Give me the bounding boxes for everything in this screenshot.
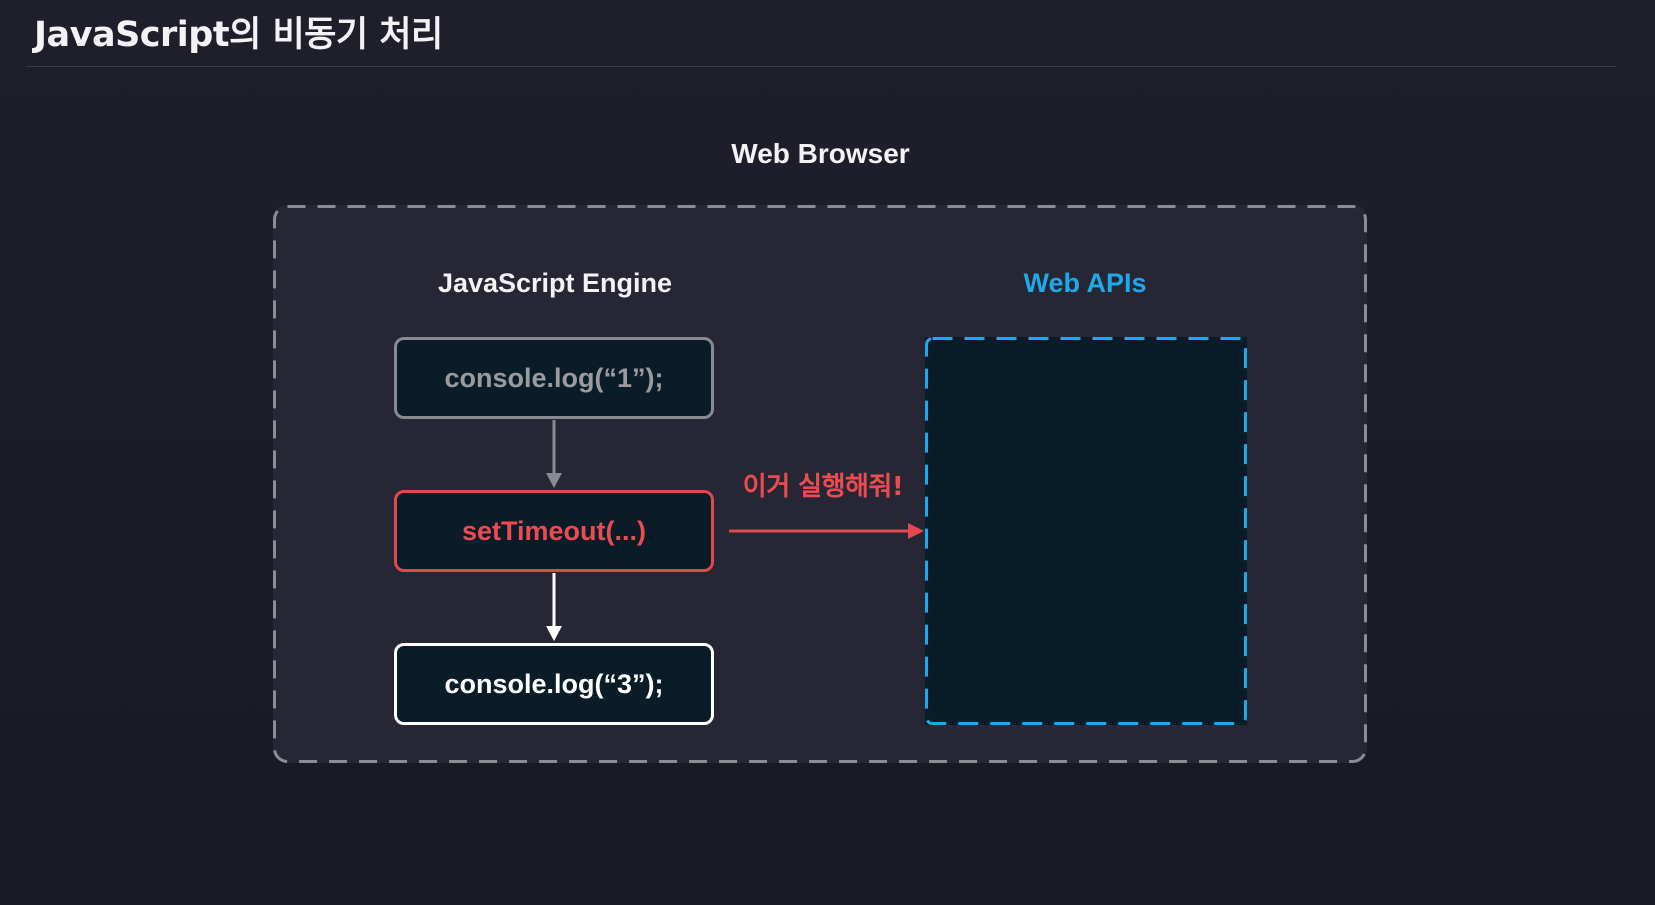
javascript-engine-label: JavaScript Engine: [437, 268, 673, 298]
web-apis-container: [925, 337, 1247, 725]
code-box-set-timeout: setTimeout(...): [394, 490, 714, 572]
title-divider: [26, 66, 1616, 67]
arrow-settimeout-to-web-apis-head: [908, 523, 924, 539]
web-browser-dashed-border: [273, 205, 1367, 763]
web-apis-label: Web APIs: [1023, 268, 1147, 298]
code-box-console-log-1: console.log(“1”);: [394, 337, 714, 419]
code-box-console-log-3: console.log(“3”);: [394, 643, 714, 725]
slide-title: JavaScript의 비동기 처리: [34, 15, 443, 55]
web-apis-dashed-border: [925, 337, 1247, 725]
web-browser-label: Web Browser: [731, 138, 910, 169]
arrow-1-to-2-head: [546, 473, 562, 488]
arrow-2-to-3-head: [546, 626, 562, 641]
execute-request-label: 이거 실행해줘!: [742, 472, 904, 502]
